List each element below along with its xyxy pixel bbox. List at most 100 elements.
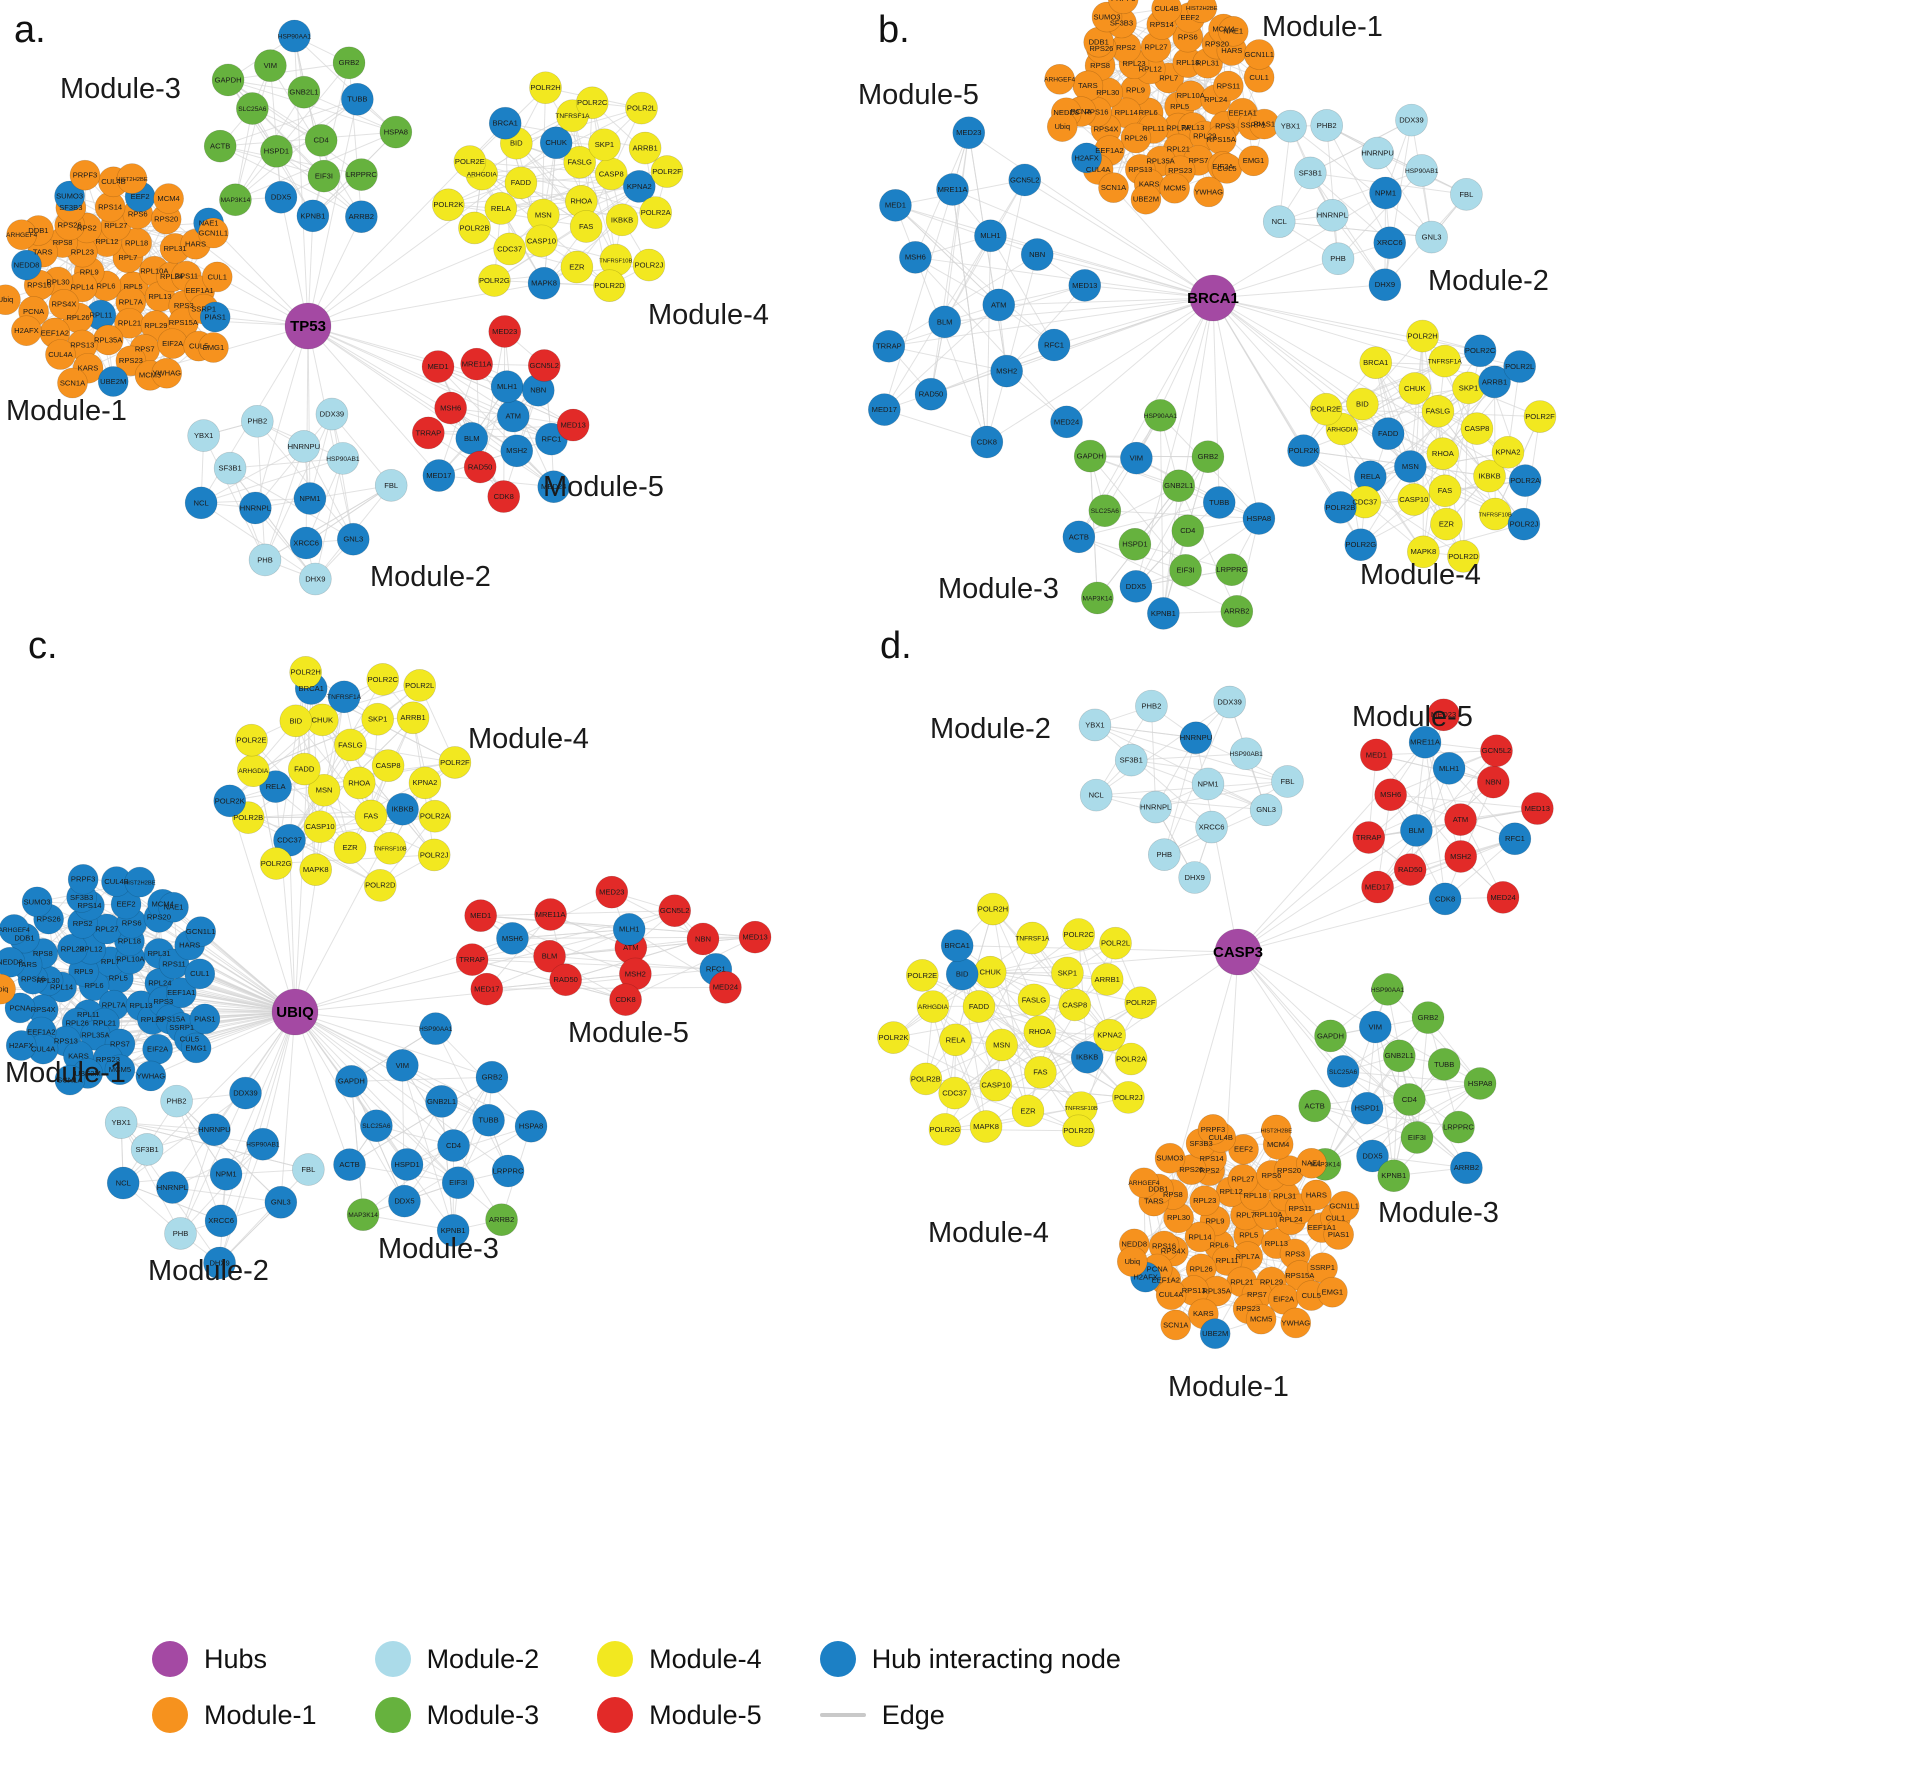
- gene-node-RPS4X[interactable]: [48, 288, 80, 320]
- gene-node-CD4[interactable]: [1393, 1083, 1426, 1116]
- gene-node-HSP90AA1[interactable]: [1371, 973, 1404, 1006]
- gene-node-POLR2D[interactable]: [1447, 540, 1480, 573]
- gene-node-ARHGEF4[interactable]: [6, 219, 37, 251]
- gene-node-KPNA2[interactable]: [622, 170, 656, 203]
- gene-node-UBE2M[interactable]: [97, 366, 129, 397]
- gene-node-YWHAG[interactable]: [1193, 176, 1224, 208]
- gene-node-EMG1[interactable]: [1238, 145, 1269, 177]
- gene-node-IKBKB[interactable]: [605, 203, 639, 237]
- gene-node-SF3B1[interactable]: [1294, 156, 1327, 190]
- gene-node-EZR[interactable]: [1011, 1094, 1045, 1128]
- gene-node-DDX5[interactable]: [1119, 570, 1153, 603]
- gene-node-POLR2F[interactable]: [438, 746, 472, 779]
- gene-node-ARRB1[interactable]: [628, 131, 662, 165]
- gene-node-PRPF3[interactable]: [67, 864, 99, 895]
- gene-node-BRCA1[interactable]: [488, 106, 522, 140]
- gene-node-PIAS1[interactable]: [189, 1003, 221, 1035]
- hub-node-CASP3[interactable]: [1214, 928, 1262, 976]
- gene-node-MRE11A[interactable]: [936, 173, 969, 206]
- gene-node-POLR2E[interactable]: [1309, 392, 1343, 426]
- gene-node-FBL[interactable]: [1450, 178, 1483, 211]
- gene-node-HSPA8[interactable]: [514, 1109, 548, 1143]
- gene-node-CHUK[interactable]: [1398, 372, 1432, 405]
- gene-node-KPNB1[interactable]: [296, 199, 330, 233]
- gene-node-CDK8[interactable]: [1428, 882, 1462, 916]
- gene-node-EMG1[interactable]: [198, 332, 229, 363]
- gene-node-ATM[interactable]: [1444, 803, 1477, 836]
- gene-node-HNRNPU[interactable]: [198, 1113, 231, 1147]
- gene-node-SLC25A6[interactable]: [1088, 494, 1122, 528]
- gene-node-POLR2E[interactable]: [235, 723, 268, 757]
- gene-node-NCL[interactable]: [1262, 205, 1296, 238]
- gene-node-MSH2[interactable]: [990, 354, 1023, 388]
- gene-node-NEDD8[interactable]: [11, 249, 42, 281]
- gene-node-XRCC6[interactable]: [1373, 226, 1407, 260]
- gene-node-EZR[interactable]: [333, 831, 367, 864]
- gene-node-HNRNPL[interactable]: [239, 491, 272, 525]
- gene-node-FAS[interactable]: [1024, 1056, 1057, 1089]
- gene-node-TUBB[interactable]: [472, 1103, 505, 1137]
- gene-node-POLR2K[interactable]: [432, 188, 465, 222]
- gene-node-MSH6[interactable]: [434, 391, 467, 425]
- gene-node-XRCC6[interactable]: [1195, 810, 1228, 844]
- gene-node-PCNA[interactable]: [4, 992, 36, 1024]
- gene-node-POLR2C[interactable]: [1062, 918, 1096, 951]
- gene-node-HSP90AB1[interactable]: [326, 442, 360, 475]
- gene-node-RPL14[interactable]: [1184, 1221, 1216, 1253]
- gene-node-GNB2L1[interactable]: [287, 75, 321, 109]
- gene-node-EIF3I[interactable]: [441, 1166, 475, 1200]
- gene-node-CD4[interactable]: [304, 124, 338, 157]
- gene-node-GRB2[interactable]: [1411, 1001, 1445, 1034]
- gene-node-BID[interactable]: [1346, 387, 1379, 421]
- gene-node-NBN[interactable]: [1020, 238, 1054, 271]
- gene-node-ARHGDIA[interactable]: [916, 990, 950, 1023]
- gene-node-POLR2L[interactable]: [403, 669, 436, 702]
- gene-node-RPS11[interactable]: [1213, 70, 1244, 102]
- gene-node-TUBB[interactable]: [1202, 486, 1236, 519]
- gene-node-CUL1[interactable]: [201, 261, 233, 293]
- gene-node-SCN1A[interactable]: [57, 367, 88, 399]
- gene-node-MLH1[interactable]: [612, 913, 646, 946]
- gene-node-SCN1A[interactable]: [1098, 172, 1129, 203]
- gene-node-UBE2M[interactable]: [1130, 183, 1162, 215]
- gene-node-CDC37[interactable]: [493, 232, 526, 266]
- gene-node-BLM[interactable]: [1400, 814, 1433, 847]
- gene-node-YWHAG[interactable]: [151, 357, 183, 389]
- gene-node-MAP3K14[interactable]: [346, 1198, 380, 1231]
- gene-node-POLR2L[interactable]: [1503, 350, 1536, 383]
- gene-node-YWHAG[interactable]: [1280, 1307, 1312, 1339]
- gene-node-FBL[interactable]: [292, 1153, 325, 1186]
- gene-node-HSP90AA1[interactable]: [1144, 399, 1177, 432]
- gene-node-EMG1[interactable]: [1317, 1276, 1348, 1308]
- gene-node-GNB2L1[interactable]: [1383, 1039, 1416, 1073]
- gene-node-MSH6[interactable]: [496, 922, 529, 955]
- gene-node-SUMO3[interactable]: [21, 886, 53, 918]
- gene-node-ACTB[interactable]: [1298, 1089, 1331, 1123]
- gene-node-CASP8[interactable]: [371, 749, 405, 782]
- gene-node-MED1[interactable]: [1360, 738, 1393, 772]
- gene-node-FADD[interactable]: [962, 990, 996, 1023]
- gene-node-RHOA[interactable]: [1023, 1015, 1057, 1048]
- gene-node-GNL3[interactable]: [1415, 220, 1448, 254]
- gene-node-MED1[interactable]: [421, 350, 455, 383]
- gene-node-DDX5[interactable]: [264, 180, 298, 214]
- gene-node-GRB2[interactable]: [475, 1060, 509, 1094]
- gene-node-Ubiq[interactable]: [0, 973, 16, 1005]
- gene-node-PRPF3[interactable]: [69, 159, 101, 191]
- gene-node-MRE11A[interactable]: [534, 898, 567, 931]
- hub-node-TP53[interactable]: [284, 302, 332, 350]
- gene-node-MRE11A[interactable]: [1408, 725, 1442, 759]
- gene-node-MED17[interactable]: [1361, 870, 1394, 904]
- gene-node-MSH6[interactable]: [1374, 778, 1407, 812]
- gene-node-CUL4A[interactable]: [1155, 1279, 1187, 1310]
- gene-node-HSPA8[interactable]: [379, 115, 413, 149]
- gene-node-FAS[interactable]: [569, 210, 603, 243]
- gene-node-YBX1[interactable]: [187, 419, 220, 452]
- gene-node-MED1[interactable]: [879, 189, 912, 222]
- gene-node-BRCA1[interactable]: [1359, 346, 1393, 379]
- gene-node-EZR[interactable]: [560, 250, 594, 284]
- gene-node-RFC1[interactable]: [1037, 328, 1071, 362]
- gene-node-CASP10[interactable]: [979, 1068, 1013, 1102]
- gene-node-YBX1[interactable]: [1078, 708, 1112, 742]
- gene-node-MSH2[interactable]: [1444, 840, 1478, 873]
